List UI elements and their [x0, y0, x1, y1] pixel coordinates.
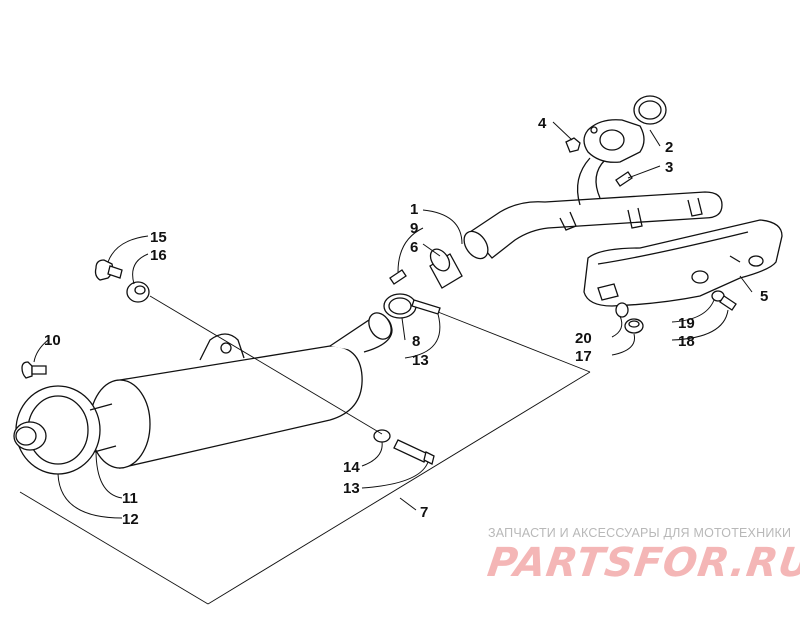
callout-19: 19 [678, 315, 695, 332]
callout-8: 8 [412, 333, 420, 350]
mount-bolt [94, 259, 123, 281]
watermark-logo: PARTSFOR.RU [484, 540, 800, 586]
callout-9: 9 [410, 220, 418, 237]
callout-6: 6 [410, 239, 418, 256]
exhaust-header-pipe [463, 157, 723, 260]
leader-lines [33, 121, 753, 519]
watermark-tagline: ЗАПЧАСТИ И АКСЕССУАРЫ ДЛЯ МОТОТЕХНИКИ [488, 526, 792, 540]
clamp-bolt [411, 299, 441, 315]
exhaust-clamp [383, 269, 417, 319]
callout-5: 5 [760, 288, 768, 305]
callout-12: 12 [122, 511, 139, 528]
end-cap-screw [21, 361, 47, 379]
callout-7: 7 [420, 504, 428, 521]
flange-nut [565, 137, 581, 153]
callout-18: 18 [678, 333, 695, 350]
exhaust-flange [583, 119, 645, 163]
callout-14: 14 [343, 459, 360, 476]
callout-3: 3 [665, 159, 673, 176]
callout-16: 16 [150, 247, 167, 264]
assembly-outline [19, 311, 591, 605]
exhaust-gasket [633, 95, 667, 125]
callout-20: 20 [575, 330, 592, 347]
mount-axis-line [149, 295, 383, 435]
flange-stud [615, 171, 633, 187]
callout-4: 4 [538, 115, 547, 132]
callout-1: 1 [410, 201, 418, 218]
callout-11: 11 [122, 490, 138, 507]
mount-bolt-lower [393, 439, 435, 465]
mount-grommet [126, 281, 150, 303]
callout-17: 17 [575, 348, 592, 365]
callout-10: 10 [44, 332, 61, 349]
heat-shield [583, 219, 783, 307]
pipe-coupler [429, 248, 463, 289]
heat-shield-bushing [615, 302, 629, 318]
muffler [89, 312, 393, 469]
callout-labels: 4 2 3 1 9 6 5 20 17 19 18 8 13 15 16 10 … [44, 115, 768, 528]
callout-13-upper: 13 [412, 352, 429, 369]
callout-13-lower: 13 [343, 480, 360, 497]
heat-shield-grommet [624, 318, 644, 334]
mount-washer [373, 429, 391, 443]
callout-2: 2 [665, 139, 673, 156]
muffler-end-cap [13, 385, 117, 475]
heat-shield-bolt [719, 295, 737, 311]
callout-15: 15 [150, 229, 167, 246]
